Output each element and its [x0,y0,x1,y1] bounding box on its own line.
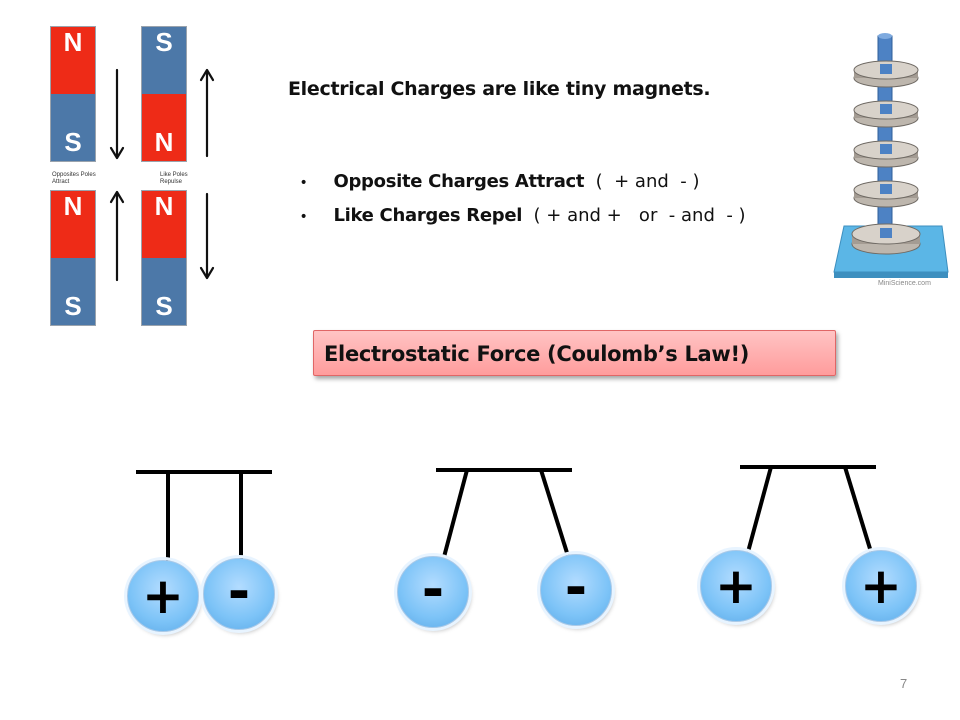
negative-charge: - [397,556,469,628]
magnet-top-right: S N [141,26,187,162]
string [746,466,773,553]
south-half [142,27,186,94]
negative-charge: - [540,554,612,626]
magnet-bottom-right: N S [141,190,187,326]
north-half [51,191,95,258]
north-half [142,191,186,258]
south-half [142,258,186,325]
pole-label: S [155,291,173,321]
bullet-opposite-charges: • Opposite Charges Attract ( + and - ) [288,150,699,192]
bullet-rest: ( + and + or - and - ) [522,205,746,226]
string [539,469,570,557]
string [843,466,873,553]
pole-label: N [63,27,83,57]
caption-repulse-line2: Repulse [160,179,183,185]
ring-magnets [851,60,921,255]
pole-label: N [63,191,83,221]
bullet-bold: Like Charges Repel [333,205,523,226]
string [442,469,469,558]
north-half [51,27,95,94]
south-half [51,94,95,161]
pole-label: N [154,191,174,221]
magnet-bottom-left: N S [50,190,96,326]
pole-label: S [64,291,82,321]
caption-attract-line1: Opposites Poles [52,172,96,178]
caption-attract-line2: Attract [52,179,70,185]
pole-label: S [64,127,82,157]
image-credit: MiniScience.com [878,280,931,287]
bullet-icon: • [299,209,308,225]
caption-repulse-line1: Like Poles [160,172,188,178]
bullet-icon: • [299,175,308,191]
bullet-like-charges: • Like Charges Repel ( + and + or - and -… [288,184,746,226]
positive-charge: + [127,560,199,632]
slide-heading: Electrical Charges are like tiny magnets… [288,78,711,100]
magnet-top-left: N S [50,26,96,162]
pendulum-strings [136,465,876,564]
force-arrows [109,68,215,282]
pole-label: S [155,27,173,57]
bullet-rest: ( + and - ) [584,171,700,192]
north-half [142,94,186,161]
levitating-magnets-image [833,33,949,278]
force-label-box: Electrostatic Force (Coulomb’s Law!) [313,330,836,376]
page-number: 7 [900,676,908,691]
positive-charge: + [700,550,772,622]
pole-label: N [154,127,174,157]
south-half [51,258,95,325]
negative-charge: - [203,558,275,630]
positive-charge: + [845,550,917,622]
bullet-bold: Opposite Charges Attract [333,171,585,192]
